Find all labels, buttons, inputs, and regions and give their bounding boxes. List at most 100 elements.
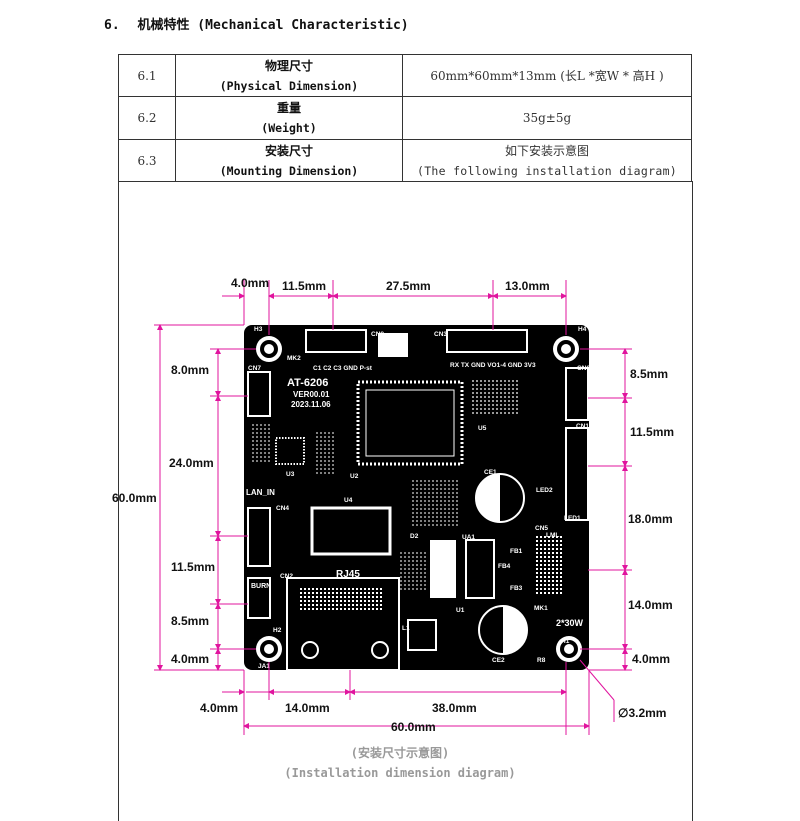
section-number: 6.	[104, 18, 120, 33]
mounting-hole-icon	[556, 636, 582, 662]
dim-right-3: 18.0mm	[628, 512, 673, 526]
label-fb4: FB4	[498, 563, 511, 570]
label-ce1: CE1	[484, 469, 497, 476]
mounting-hole-icon	[553, 336, 579, 362]
label-led1: LED1	[564, 515, 581, 522]
row-name-cn: 安装尺寸	[264, 143, 313, 158]
installation-diagram: AT-6206 VER00.01 2023.11.06 LAN_IN BURN …	[112, 276, 674, 735]
label-mk2: MK2	[287, 355, 301, 362]
table-row: 6.1 物理尺寸 (Physical Dimension) 60mm*60mm*…	[118, 54, 692, 97]
connector-cn4	[247, 507, 271, 567]
row-name: 重量 (Weight)	[175, 96, 403, 140]
label-burn: BURN	[251, 583, 271, 590]
row-index: 6.2	[118, 96, 176, 140]
label-mk1: MK1	[534, 605, 548, 612]
label-u2: U2	[350, 473, 359, 480]
row-value-main: 60mm*60mm*13mm (长L *宽W * 高H )	[430, 68, 664, 83]
pcb-board: AT-6206 VER00.01 2023.11.06 LAN_IN BURN …	[244, 325, 590, 671]
dim-bottom-1: 4.0mm	[200, 701, 238, 715]
row-value: 如下安装示意图 (The following installation diag…	[402, 139, 692, 182]
label-cn7: CN7	[248, 365, 261, 372]
label-u5: U5	[478, 425, 487, 432]
component-q1	[378, 333, 408, 357]
section-title: 机械特性 (Mechanical Characteristic)	[137, 18, 409, 33]
dim-left-5: 8.5mm	[171, 614, 209, 628]
caption-en: (Installation dimension diagram)	[284, 766, 516, 780]
dim-top-2: 11.5mm	[282, 279, 326, 293]
connector-cn1	[565, 427, 589, 521]
dim-hole-diameter: ∅3.2mm	[618, 706, 666, 720]
label-fb1: FB1	[510, 548, 523, 555]
chip-u4	[310, 506, 392, 556]
dim-left-2: 24.0mm	[169, 456, 214, 470]
dimension-lines	[154, 280, 632, 735]
label-cn5: CN5	[535, 525, 548, 532]
board-model: AT-6206	[287, 377, 328, 389]
dim-bottom-3: 38.0mm	[432, 701, 477, 715]
diagram-frame	[118, 181, 693, 821]
connector-cn2	[247, 577, 271, 619]
connector-cn7	[247, 371, 271, 417]
connector-cn6	[565, 367, 589, 421]
dim-left-4: 11.5mm	[171, 560, 215, 574]
dim-top-4: 13.0mm	[505, 279, 550, 293]
label-cn8: CN8	[371, 331, 384, 338]
dim-left-3: 60.0mm	[112, 491, 157, 505]
row-value: 60mm*60mm*13mm (长L *宽W * 高H )	[402, 54, 692, 97]
label-u1: U1	[456, 607, 465, 614]
dim-top-3: 27.5mm	[386, 279, 431, 293]
dim-left-6: 4.0mm	[171, 652, 209, 666]
label-cn8-pins: C1 C2 C3 GND P-st	[313, 365, 373, 372]
label-cn6: CN6	[577, 365, 590, 372]
label-led2: LED2	[536, 487, 553, 494]
label-r8: R8	[537, 657, 546, 664]
chip-ua1	[430, 540, 456, 598]
label-h3: H3	[254, 326, 263, 333]
dim-top-1: 4.0mm	[231, 276, 269, 290]
label-rj45: RJ45	[336, 569, 360, 580]
mounting-hole-icon	[256, 336, 282, 362]
dim-right-1: 8.5mm	[630, 367, 668, 381]
row-name-en: (Mounting Dimension)	[219, 163, 359, 178]
connector-cn5	[534, 536, 564, 594]
row-name-cn: 重量	[276, 101, 301, 115]
capacitor-ce1	[475, 473, 525, 523]
row-value-sub: (The following installation diagram)	[416, 163, 678, 178]
row-value-main: 35g±5g	[522, 111, 572, 125]
section-heading: 6. 机械特性 (Mechanical Characteristic)	[104, 14, 409, 33]
label-h4: H4	[578, 326, 587, 333]
label-l1: L1	[402, 625, 410, 632]
component-cluster	[410, 478, 458, 528]
chip-u1	[465, 539, 495, 599]
row-value-main: 如下安装示意图	[504, 143, 589, 158]
connector-cn8	[305, 329, 367, 353]
label-ce2: CE2	[492, 657, 505, 664]
label-ja1: JA1	[258, 663, 270, 670]
label-fb3: FB3	[510, 585, 523, 592]
inductor-l1	[407, 619, 437, 651]
component-cluster	[470, 378, 518, 414]
row-name-en: (Physical Dimension)	[219, 78, 359, 93]
mounting-hole-icon	[256, 636, 282, 662]
label-cn3-pins: RX TX GND VO1-4 GND 3V3	[450, 362, 536, 369]
connector-rj45	[286, 577, 400, 671]
component-cluster	[250, 424, 272, 464]
row-name-cn: 物理尺寸	[264, 58, 313, 73]
board-version: VER00.01	[293, 390, 330, 399]
label-cn2: CN2	[280, 573, 293, 580]
label-lan-in: LAN_IN	[246, 488, 275, 497]
component-cluster	[314, 430, 336, 474]
dim-right-2: 11.5mm	[630, 425, 674, 439]
label-ua1: UA1	[462, 534, 475, 541]
connector-cn3	[446, 329, 528, 353]
label-cn4: CN4	[276, 505, 289, 512]
dim-left-1: 8.0mm	[171, 363, 209, 377]
row-name: 安装尺寸 (Mounting Dimension)	[175, 139, 403, 182]
label-h1: H1	[561, 638, 570, 645]
row-value: 35g±5g	[402, 96, 692, 140]
capacitor-ce2	[478, 605, 528, 655]
spec-table: 6.1 物理尺寸 (Physical Dimension) 60mm*60mm*…	[118, 54, 692, 182]
dim-bottom-4: 60.0mm	[391, 720, 436, 734]
label-u4: U4	[344, 497, 353, 504]
caption-cn: (安装尺寸示意图)	[350, 746, 450, 760]
